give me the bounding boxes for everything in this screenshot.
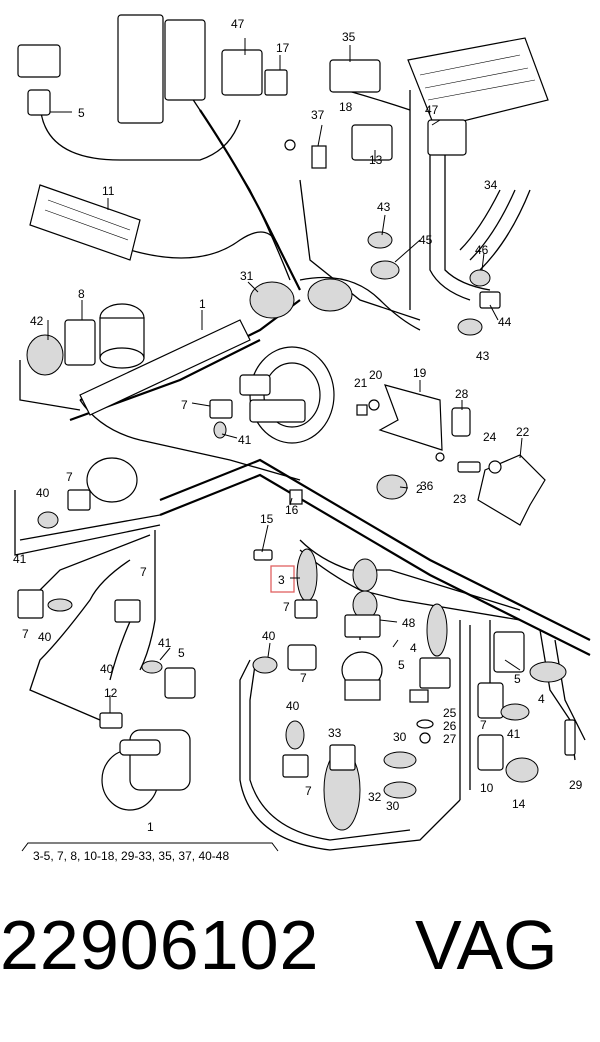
callout-44: 44 (498, 315, 512, 329)
callout-34: 34 (484, 178, 498, 192)
components (17, 14, 576, 831)
callout-25: 25 (443, 706, 457, 720)
callout-26: 26 (443, 719, 457, 733)
callout-15: 15 (260, 512, 274, 526)
callout-7: 7 (66, 470, 73, 484)
callout-5: 5 (178, 646, 185, 660)
parts-legend: 1 3-5, 7, 8, 10-18, 29-33, 35, 37, 40-48 (21, 820, 279, 863)
callout-8: 8 (78, 287, 85, 301)
callout-17: 17 (276, 41, 290, 55)
callout-27: 27 (443, 732, 457, 746)
callout-3: 3 (278, 573, 285, 587)
callout-40: 40 (100, 662, 114, 676)
callout-2: 2 (416, 482, 423, 496)
callout-47: 47 (231, 17, 245, 31)
callout-43: 43 (476, 349, 490, 363)
callout-30: 30 (386, 799, 400, 813)
callout-30: 30 (393, 730, 407, 744)
callout-37: 37 (311, 108, 325, 122)
callout-36: 36 (420, 479, 434, 493)
callout-4: 4 (538, 692, 545, 706)
callout-19: 19 (413, 366, 427, 380)
callout-24: 24 (483, 430, 497, 444)
highlight-box (270, 565, 295, 593)
callout-47: 47 (425, 103, 439, 117)
callout-7: 7 (480, 718, 487, 732)
callout-5: 5 (78, 106, 85, 120)
callout-40: 40 (38, 630, 52, 644)
callout-1: 1 (199, 297, 206, 311)
callout-16: 16 (285, 503, 299, 517)
callout-labels: 1 2 3 4 4 5 5 5 5 7 7 7 7 7 7 7 7 8 10 1… (13, 17, 583, 813)
callout-41: 41 (13, 552, 27, 566)
callout-13: 13 (369, 153, 383, 167)
callout-21: 21 (354, 376, 368, 390)
callout-40: 40 (286, 699, 300, 713)
callout-45: 45 (419, 233, 433, 247)
wiring-harness-diagram: 1 2 3 4 4 5 5 5 5 7 7 7 7 7 7 7 7 8 10 1… (13, 14, 591, 863)
callout-7: 7 (22, 627, 29, 641)
legend-items: 3-5, 7, 8, 10-18, 29-33, 35, 37, 40-48 (33, 849, 229, 863)
callout-7: 7 (300, 671, 307, 685)
callout-23: 23 (453, 492, 467, 506)
callout-33: 33 (328, 726, 342, 740)
callout-11: 11 (102, 184, 115, 198)
callout-32: 32 (368, 790, 382, 804)
callout-7: 7 (181, 398, 188, 412)
callout-43: 43 (377, 200, 391, 214)
leader-lines (47, 38, 523, 713)
part-number: 22906102 (0, 906, 320, 984)
callout-40: 40 (36, 486, 50, 500)
callout-42: 42 (30, 314, 44, 328)
callout-41: 41 (158, 636, 172, 650)
callout-35: 35 (342, 30, 356, 44)
callout-22: 22 (516, 425, 530, 439)
brand-name: VAG (415, 906, 558, 984)
callout-41: 41 (238, 433, 252, 447)
callout-4: 4 (410, 641, 417, 655)
callout-41: 41 (507, 727, 521, 741)
legend-number: 1 (147, 820, 154, 834)
callout-28: 28 (455, 387, 469, 401)
callout-7: 7 (305, 784, 312, 798)
callout-20: 20 (369, 368, 383, 382)
callout-5: 5 (514, 672, 521, 686)
callout-46: 46 (475, 243, 489, 257)
callout-12: 12 (104, 686, 118, 700)
callout-48: 48 (402, 616, 416, 630)
callout-7: 7 (140, 565, 147, 579)
callout-31: 31 (240, 269, 254, 283)
callout-29: 29 (569, 778, 583, 792)
callout-7: 7 (283, 600, 290, 614)
callout-18: 18 (339, 100, 353, 114)
callout-40: 40 (262, 629, 276, 643)
callout-5: 5 (398, 658, 405, 672)
callout-14: 14 (512, 797, 526, 811)
callout-10: 10 (480, 781, 494, 795)
